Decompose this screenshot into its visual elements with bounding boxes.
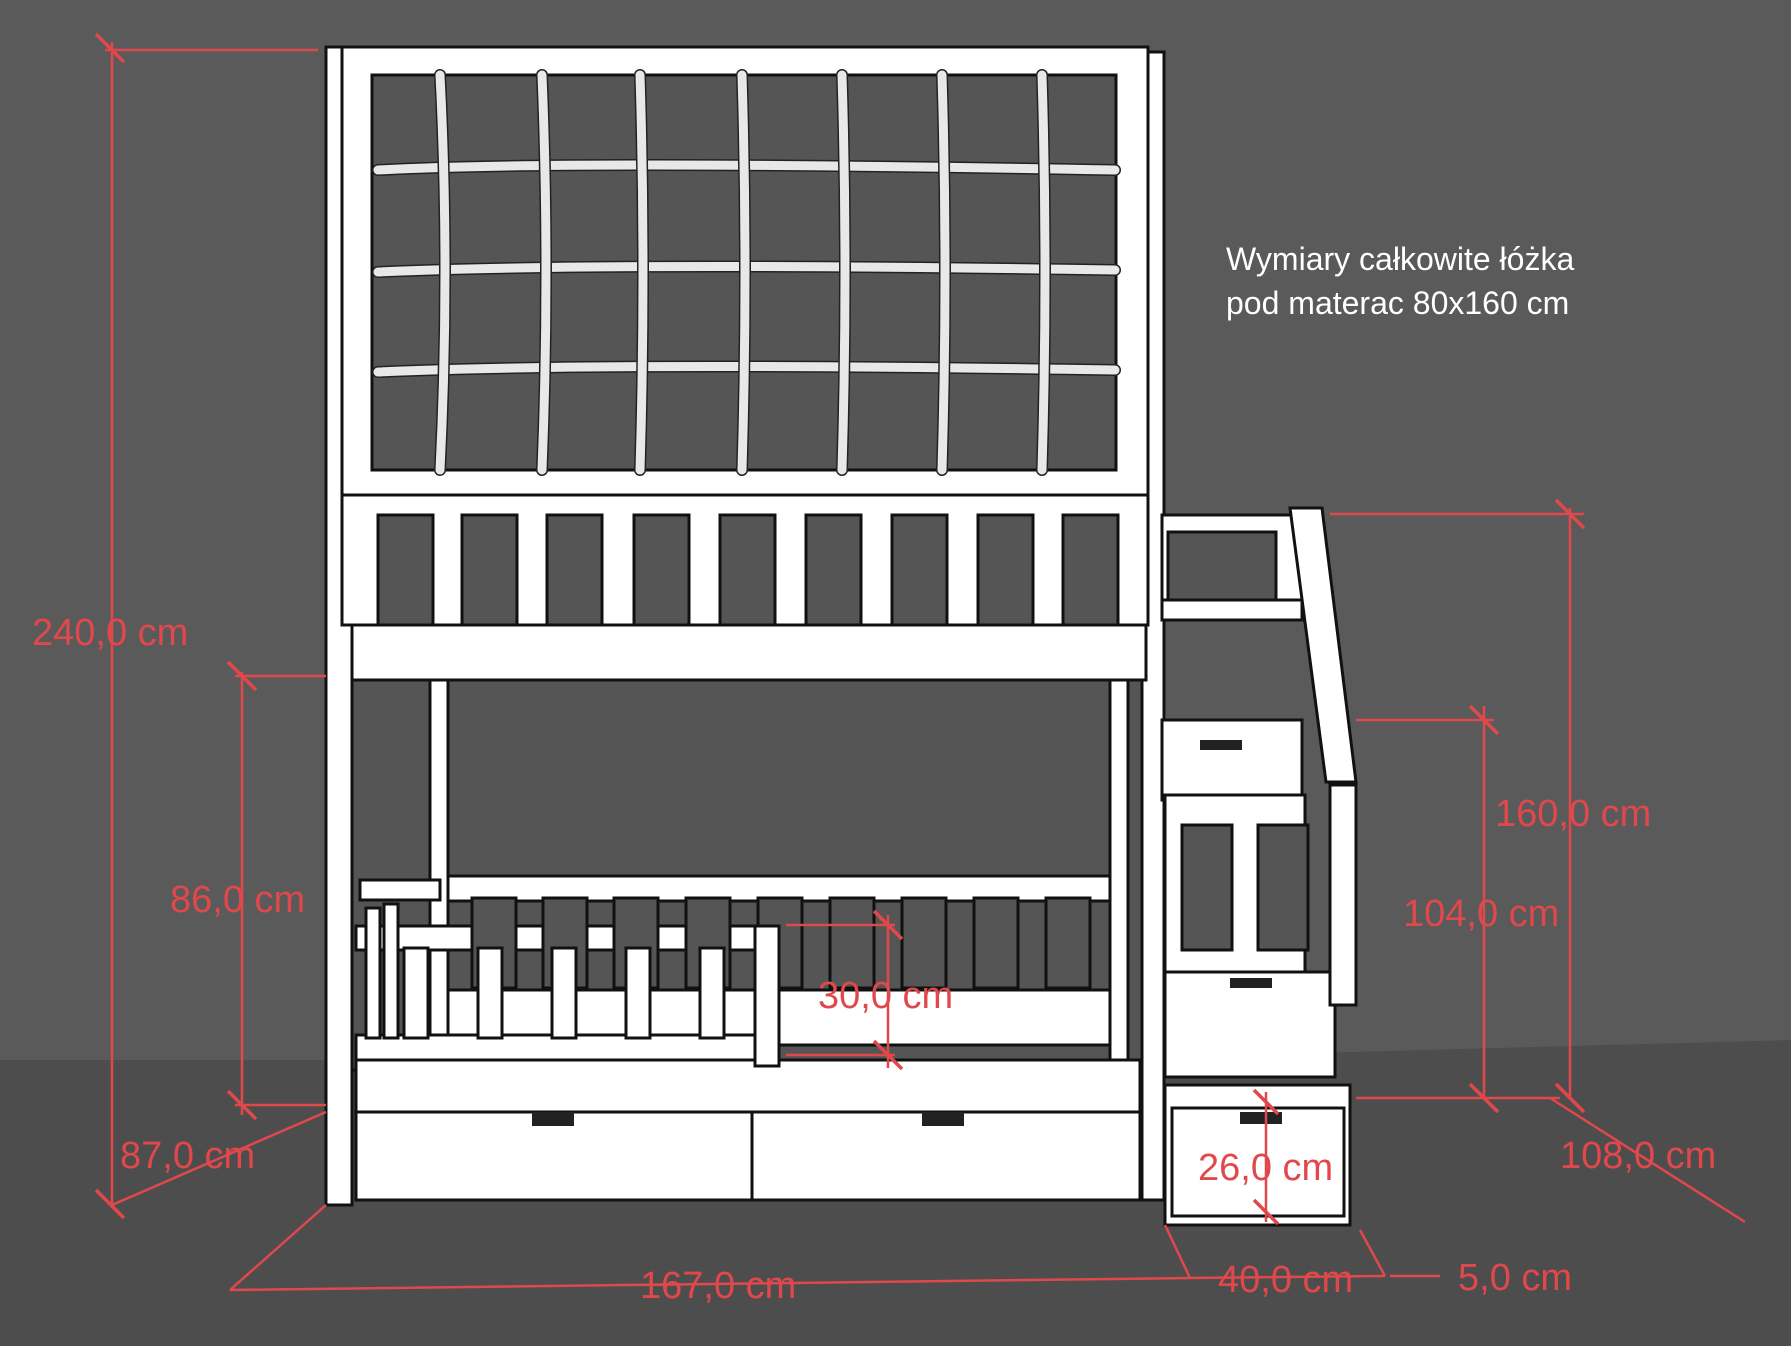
dim-lower-bed-clearance: 86,0 cm [170,879,305,921]
dim-upper-height: 160,0 cm [1495,793,1651,835]
dim-stairs-depth: 108,0 cm [1560,1135,1716,1177]
guard-rail-slats [364,902,781,1068]
note-line-2: pod materac 80x160 cm [1226,285,1569,321]
note-line-1: Wymiary całkowite łóżka [1226,241,1574,277]
dimension-lines [94,32,1746,1292]
dim-rail-height: 30,0 cm [818,975,953,1017]
lower-slats [470,896,1092,990]
dim-stairs-width: 40,0 cm [1218,1259,1353,1301]
dim-total-height: 240,0 cm [32,612,188,654]
climbing-net [372,69,1121,476]
dim-step-height: 26,0 cm [1198,1147,1333,1189]
stairs [1160,506,1358,1227]
dim-length: 167,0 cm [640,1265,796,1307]
dim-lower-bed-depth: 87,0 cm [120,1135,255,1177]
upper-slats [376,513,1120,627]
dim-stairs-offset: 5,0 cm [1458,1257,1572,1299]
dim-stairs-height: 104,0 cm [1403,893,1559,935]
